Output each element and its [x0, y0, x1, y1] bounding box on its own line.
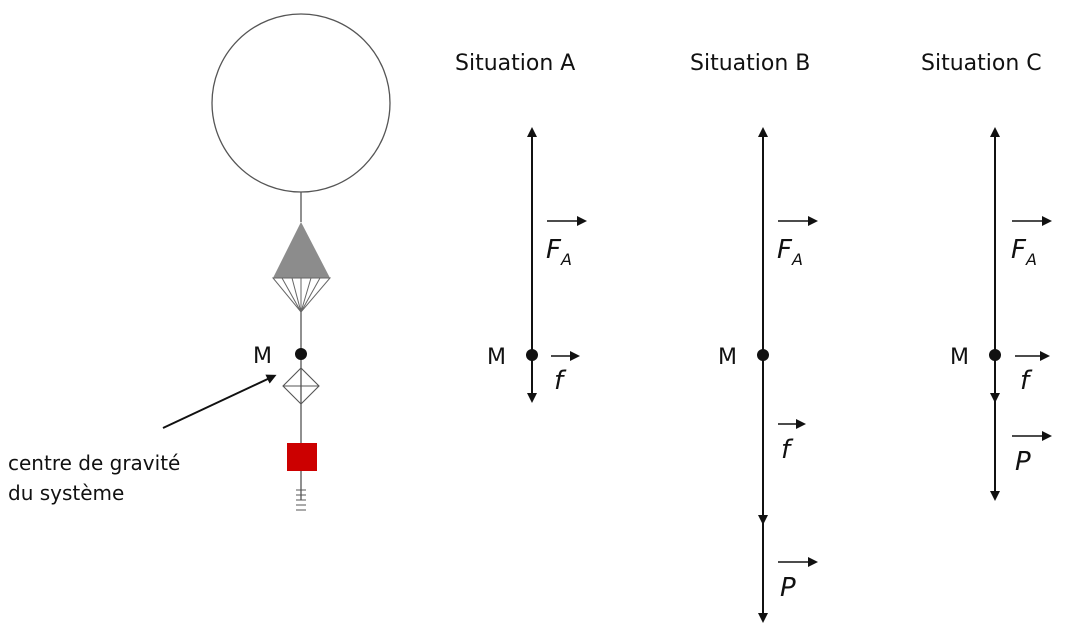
situation-a: Situation A M FA f	[455, 51, 587, 403]
situation-c-label-fa: FA	[1011, 235, 1037, 269]
situation-b-label-fa-symbol: F	[777, 235, 793, 265]
parachute-lines	[271, 277, 332, 313]
situation-b-label-p: P	[780, 573, 796, 603]
situation-b-label-f: f	[781, 435, 794, 465]
situation-c-label-fa-symbol: F	[1011, 235, 1027, 265]
situation-a-label-fa-symbol: F	[546, 235, 562, 265]
situation-b-point-dot	[757, 349, 769, 361]
caption-pointer-arrow	[162, 374, 277, 429]
balloon-system: M centre de gravité du système	[8, 13, 391, 511]
point-m-dot	[295, 348, 307, 360]
situation-c: Situation C M FA f P	[921, 51, 1052, 501]
situation-b-label-fa-subscript: A	[791, 250, 803, 269]
situation-a-label-fa: FA	[546, 235, 572, 269]
situation-b-label-fa: FA	[777, 235, 803, 269]
situation-a-point-dot	[526, 349, 538, 361]
situation-c-point-label: M	[950, 345, 969, 370]
situation-c-label-f: f	[1020, 366, 1033, 396]
situation-a-label-f: f	[554, 366, 567, 396]
balloon-envelope	[211, 13, 391, 193]
situation-b: Situation B M FA f P	[690, 51, 818, 623]
caption-line-2: du système	[8, 481, 124, 505]
situation-b-title: Situation B	[690, 51, 810, 76]
situation-a-label-fa-subscript: A	[560, 250, 572, 269]
point-m-label: M	[253, 344, 272, 369]
situation-c-label-fa-subscript: A	[1025, 250, 1037, 269]
payload-box	[287, 443, 317, 471]
situation-c-title: Situation C	[921, 51, 1042, 76]
caption-line-1: centre de gravité	[8, 451, 180, 475]
situation-a-point-label: M	[487, 345, 506, 370]
situation-c-point-dot	[989, 349, 1001, 361]
situation-b-point-label: M	[718, 345, 737, 370]
reflector	[282, 367, 320, 405]
antenna-ticks	[296, 489, 306, 511]
situation-c-label-p: P	[1015, 447, 1031, 477]
parachute-cone	[273, 222, 330, 278]
situation-a-title: Situation A	[455, 51, 575, 76]
